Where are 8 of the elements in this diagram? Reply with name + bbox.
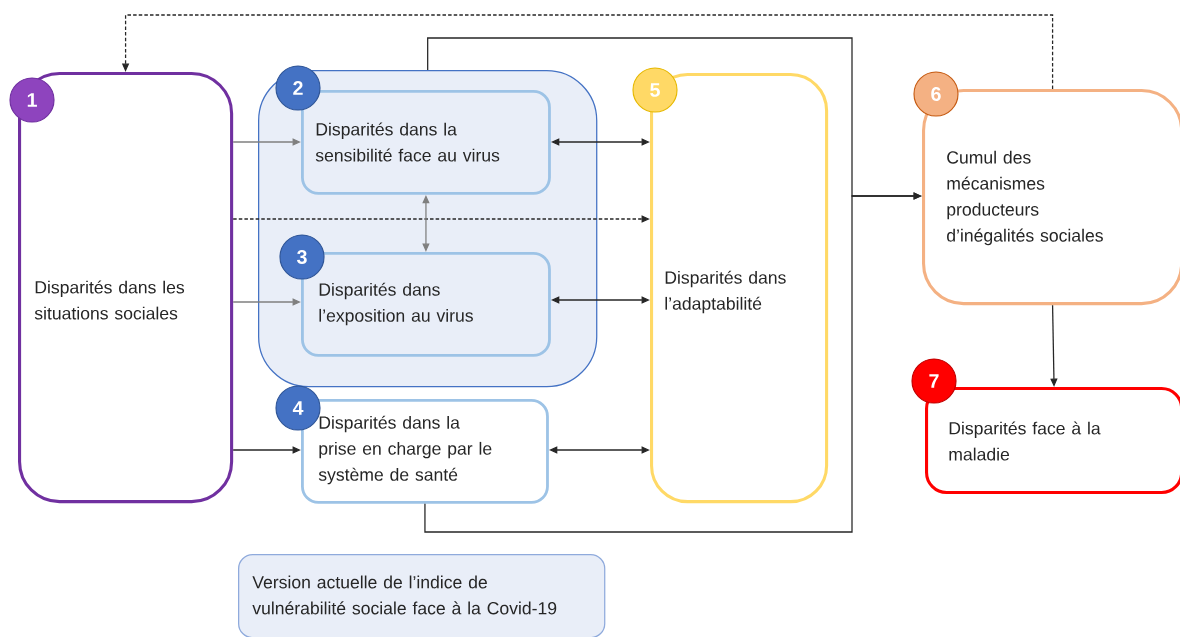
number-badge: 2: [275, 65, 321, 111]
process-box: Version actuelle de l’indice de vulnérabilité sociale face à la Covid-19: [238, 554, 606, 637]
number-badge: 6: [913, 71, 959, 117]
process-box: Disparités face à la maladie: [925, 387, 1180, 495]
number-badge: 1: [9, 77, 55, 123]
number-badge: 7: [911, 358, 957, 404]
number-badge: 5: [632, 67, 678, 113]
number-badge: 3: [279, 234, 325, 280]
